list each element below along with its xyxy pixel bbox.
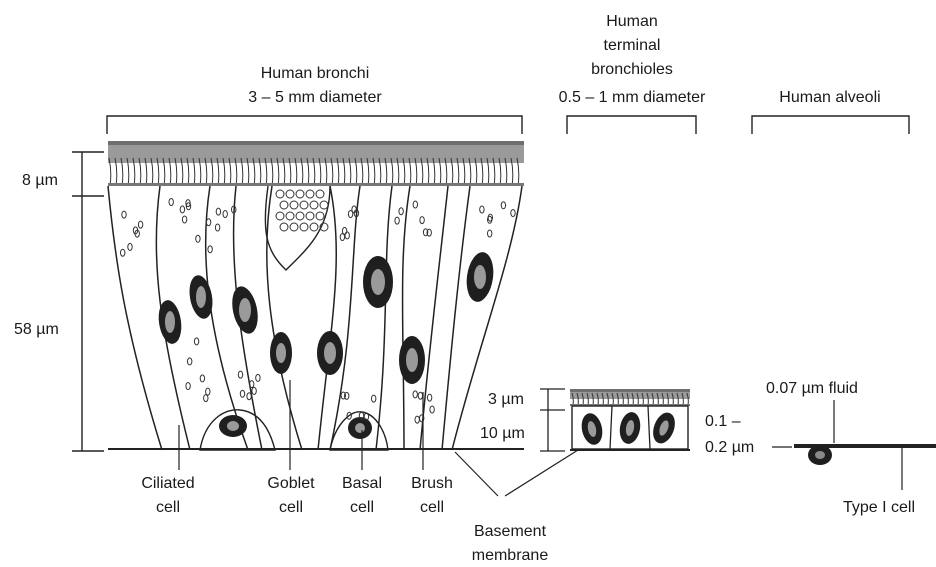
mucus-granule <box>300 201 308 209</box>
granule <box>480 206 484 213</box>
mucus-granule <box>280 223 288 231</box>
cilia-dimension <box>72 152 104 196</box>
cilia-height-label: 8 µm <box>22 172 58 189</box>
granule <box>182 216 186 223</box>
bronchi-diameter: 3 – 5 mm diameter <box>248 89 382 106</box>
mucus-granules <box>276 190 328 231</box>
fluid-label: 0.07 µm fluid <box>766 380 858 397</box>
epithelium-height-label: 58 µm <box>14 321 59 338</box>
goblet-cell-label-1: Goblet <box>267 475 315 492</box>
granule <box>345 232 349 239</box>
mucus-granule <box>276 190 284 198</box>
mucus-granule <box>280 201 288 209</box>
granule <box>399 208 403 215</box>
mucus-granule <box>290 223 298 231</box>
granule <box>122 211 126 218</box>
ciliated-cell-label-2: cell <box>156 499 180 516</box>
terminal-dimensions <box>540 389 565 451</box>
granule <box>215 224 219 231</box>
brush-cell-label-2: cell <box>420 499 444 516</box>
alveolar-wall: 0.07 µm fluid 0.1 – 0.2 µm Type I cell <box>705 380 936 516</box>
granule <box>413 391 417 398</box>
bronchi-bracket <box>107 116 522 134</box>
granule <box>430 406 434 413</box>
terminal-epithelium-label: 10 µm <box>480 425 525 442</box>
granule <box>169 199 173 206</box>
basal-cell-label-1: Basal <box>342 475 382 492</box>
granule <box>204 395 208 402</box>
alveolar-wall-label-2: 0.2 µm <box>705 439 754 456</box>
mucus-granule <box>310 223 318 231</box>
granule <box>256 374 260 381</box>
granule <box>138 221 142 228</box>
nucleoli <box>165 265 486 433</box>
goblet-cell-label-2: cell <box>279 499 303 516</box>
mucus-granule <box>286 212 294 220</box>
brush-cell-label-1: Brush <box>411 475 453 492</box>
mucus-granule <box>306 190 314 198</box>
granule <box>247 393 251 400</box>
granule <box>223 211 227 218</box>
granule <box>420 217 424 224</box>
granule <box>238 371 242 378</box>
ciliated-cell-label-1: Ciliated <box>141 475 194 492</box>
terminal-bracket <box>567 116 696 134</box>
granule <box>395 217 399 224</box>
epithelium-dimension <box>72 196 104 451</box>
mucus-granule <box>286 190 294 198</box>
terminal-title-3: bronchioles <box>591 61 673 78</box>
bronchi-title: Human bronchi <box>261 65 370 82</box>
granule <box>121 249 125 256</box>
granule <box>206 219 210 226</box>
granule <box>206 388 210 395</box>
mucus-granule <box>316 212 324 220</box>
terminal-title-2: terminal <box>604 37 661 54</box>
granule <box>186 383 190 390</box>
alveoli-bracket <box>752 116 909 134</box>
mucus-granule <box>296 212 304 220</box>
cell-leader-lines <box>179 380 423 470</box>
granule <box>196 235 200 242</box>
granule <box>340 234 344 241</box>
alveoli-title: Human alveoli <box>779 89 880 106</box>
basement-leader-lines <box>455 450 578 496</box>
granule <box>216 208 220 215</box>
mucus-granule <box>276 212 284 220</box>
granule <box>128 243 132 250</box>
granule <box>488 230 492 237</box>
granule <box>511 210 515 217</box>
basement-membrane-label-2: membrane <box>472 547 549 564</box>
granule <box>372 395 376 402</box>
granule <box>427 394 431 401</box>
mucus-granule <box>320 201 328 209</box>
alveolar-wall-label-1: 0.1 – <box>705 413 741 430</box>
granule <box>180 206 184 213</box>
granule <box>415 416 419 423</box>
mucus-granule <box>310 201 318 209</box>
terminal-title-1: Human <box>606 13 658 30</box>
granule <box>418 392 422 399</box>
bronchial-epithelium <box>108 141 524 450</box>
mucus-granule <box>300 223 308 231</box>
basement-membrane-label-1: Basement <box>474 523 547 540</box>
granule <box>188 358 192 365</box>
granule <box>413 201 417 208</box>
terminal-cilia-label: 3 µm <box>488 391 524 408</box>
type-one-cell-label: Type I cell <box>843 499 915 516</box>
granule <box>501 202 505 209</box>
mucus-granule <box>296 190 304 198</box>
terminal-bronchiole-epithelium: 3 µm 10 µm <box>480 389 690 451</box>
mucus-granule <box>306 212 314 220</box>
mucus-granule <box>290 201 298 209</box>
mucus-granule <box>316 190 324 198</box>
granule <box>208 246 212 253</box>
granule <box>200 375 204 382</box>
terminal-diameter: 0.5 – 1 mm diameter <box>559 89 706 106</box>
granule <box>194 338 198 345</box>
basal-cell-label-2: cell <box>350 499 374 516</box>
granule <box>252 387 256 394</box>
granule <box>240 390 244 397</box>
